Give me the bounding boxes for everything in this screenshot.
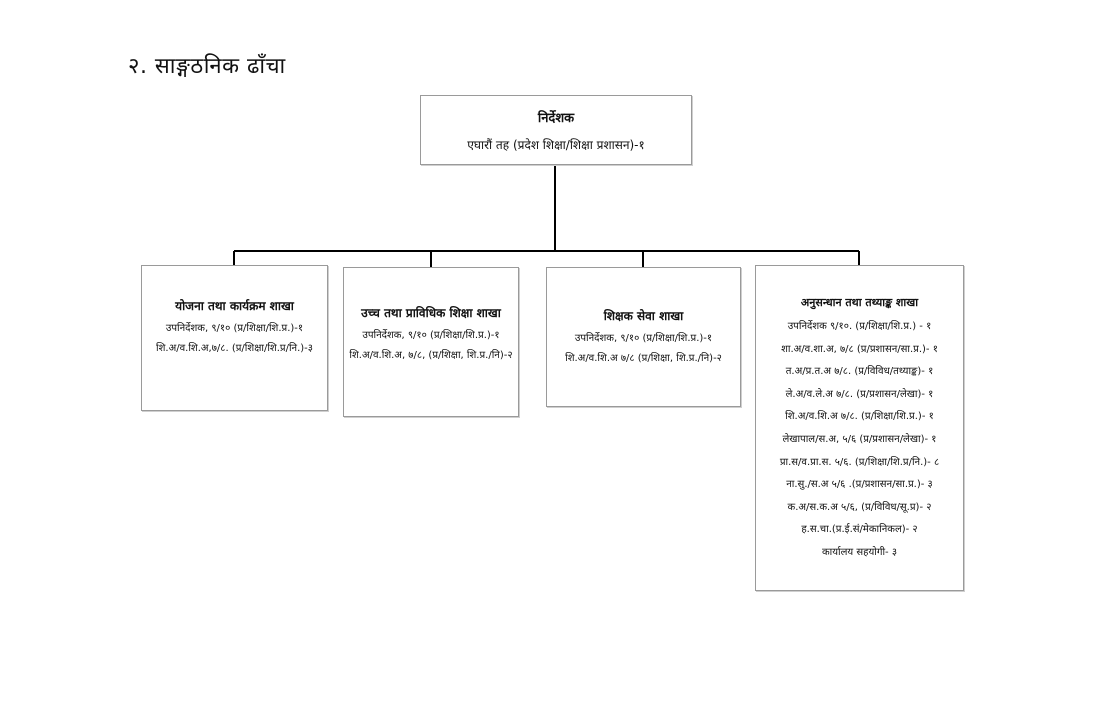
branch-position: उपनिर्देशक, ९/१० (प्र/शिक्षा/शि.प्र.)-१ (362, 330, 500, 341)
teacher-service-branch-box: शिक्षक सेवा शाखा उपनिर्देशक, ९/१० (प्र/श… (546, 267, 741, 407)
branch-position: शि.अ/व.शि.अ,७/८. (प्र/शिक्षा/शि.प्र/नि.)… (156, 343, 313, 354)
higher-technical-education-branch-box: उच्च तथा प्राविधिक शिक्षा शाखा उपनिर्देश… (343, 267, 519, 417)
branch-position: ले.अ/व.ले.अ ७/८. (प्र/प्रशासन/लेखा)- १ (785, 388, 934, 400)
branch-position: कार्यालय सहयोगी- ३ (821, 546, 898, 558)
branch-position: शि.अ/व.शि.अ, ७/८, (प्र/शिक्षा, शि.प्र./न… (349, 350, 513, 361)
branch-position: उपनिर्देशक ९/१०. (प्र/शिक्षा/शि.प्र.) - … (787, 321, 932, 332)
branch-position: शि.अ/व.शि.अ ७/८. (प्र/शिक्षा/शि.प्र.)- १ (785, 411, 934, 423)
branch-position: शि.अ/व.शि.अ ७/८ (प्र/शिक्षा, शि.प्र./नि)… (565, 353, 722, 364)
branch-position: ह.स.चा.(प्र.ई.सं/मेकानिकल)- २ (801, 524, 918, 536)
branch-position: शा.अ/व.शा.अ, ७/८ (प्र/प्रशासन/सा.प्र.)- … (781, 343, 938, 355)
branch-position: त.अ/प्र.त.अ ७/८. (प्र/विविध/तथ्याङ्क)- १ (785, 366, 934, 378)
branch-heading: उच्च तथा प्राविधिक शिक्षा शाखा (361, 306, 501, 320)
branch-heading: शिक्षक सेवा शाखा (603, 309, 684, 323)
research-statistics-branch-box: अनुसन्धान तथा तथ्याङ्क शाखा उपनिर्देशक ९… (755, 265, 964, 591)
branch-position: उपनिर्देशक, ९/१० (प्र/शिक्षा/शि.प्र.)-१ (165, 323, 304, 334)
branch-position: लेखापाल/स.अ, ५/६ (प्र/प्रशासन/लेखा)- १ (782, 433, 937, 445)
branch-position: क.अ/स.क.अ ५/६, (प्र/विविध/सू.प्र)- २ (787, 501, 932, 513)
director-heading: निर्देशक (537, 111, 575, 126)
branch-position: ना.सु./स.अ ५/६ .(प्र/प्रशासन/सा.प्र.)- ३ (786, 479, 933, 491)
planning-program-branch-box: योजना तथा कार्यक्रम शाखा उपनिर्देशक, ९/१… (141, 265, 328, 411)
page-title: २. साङ्गठनिक ढाँचा (128, 54, 286, 79)
branch-heading: अनुसन्धान तथा तथ्याङ्क शाखा (800, 296, 919, 309)
director-box: निर्देशक एघारौं तह (प्रदेश शिक्षा/शिक्षा… (420, 95, 692, 165)
branch-position: उपनिर्देशक, ९/१० (प्र/शिक्षा/शि.प्र.)-१ (574, 333, 713, 344)
director-position: एघारौं तह (प्रदेश शिक्षा/शिक्षा प्रशासन)… (467, 138, 645, 152)
branch-heading: योजना तथा कार्यक्रम शाखा (175, 299, 294, 313)
branch-position: प्रा.स/व.प्रा.स. ५/६. (प्र/शिक्षा/शि.प्र… (779, 456, 940, 468)
